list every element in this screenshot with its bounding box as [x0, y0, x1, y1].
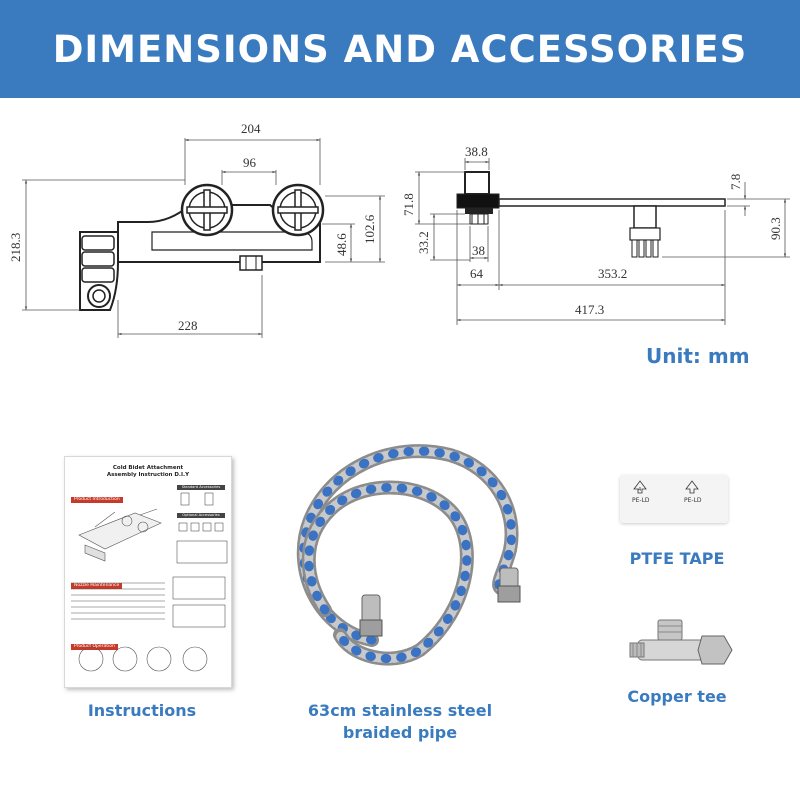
manual-opt-acc: Optional Accessories: [177, 513, 225, 518]
caption-instructions: Instructions: [87, 701, 197, 720]
manual-title-line1: Cold Bidet Attachment: [112, 465, 184, 471]
dimension-drawings: 204 96 228 218.3 102.6 48.6: [8, 121, 790, 338]
manual-title-line2: Assembly Instruction D.I.Y: [106, 472, 190, 478]
dim-knob-spacing: 96: [243, 155, 257, 170]
dim-side-lower-height: 33.2: [416, 231, 431, 254]
manual-sub2-label: Optional Accessories: [177, 513, 225, 518]
dim-side-top-right: 7.8: [728, 174, 743, 190]
manual-std-acc: Standard Accessories: [177, 485, 225, 490]
front-view-drawing: 204 96 228 218.3 102.6 48.6: [8, 121, 385, 338]
manual-section-intro: Product Introduction: [71, 485, 123, 504]
dim-side-pipe-width: 38: [472, 243, 485, 258]
tape-label-1: PE-LD: [632, 497, 650, 504]
side-view-drawing: 38.8 38 64 353.2 417.3 71.8 33.2 7.8 90.…: [401, 144, 790, 325]
dim-bottom-length: 228: [178, 318, 198, 333]
manual-title: Cold Bidet Attachment Assembly Instructi…: [65, 457, 231, 479]
header-banner: DIMENSIONS AND ACCESSORIES: [0, 0, 800, 98]
dim-side-main-length: 353.2: [598, 266, 627, 281]
manual-section3-label: Product Operation: [71, 644, 118, 650]
dim-side-left-length: 64: [470, 266, 484, 281]
tee-fitting-icon: [629, 619, 733, 665]
banner-title: DIMENSIONS AND ACCESSORIES: [52, 27, 748, 71]
manual-section1-label: Product Introduction: [71, 497, 123, 503]
tape-icon: 4 PE-LD PE-LD: [620, 475, 728, 523]
dim-side-right-height: 90.3: [768, 217, 783, 240]
manual-section2-label: Nozzle Maintenance: [71, 583, 123, 589]
caption-ptfe-tape: PTFE TAPE: [629, 549, 725, 568]
manual-illustrations: [71, 492, 228, 672]
dim-front-height-left: 218.3: [8, 233, 23, 262]
manual-sub1-label: Standard Accessories: [177, 485, 225, 490]
caption-copper-tee: Copper tee: [627, 687, 727, 706]
tape-recycle-code: 4: [638, 487, 641, 493]
unit-label: Unit: mm: [646, 344, 750, 368]
caption-pipe-line2: braided pipe: [342, 723, 458, 742]
dim-side-height-left: 71.8: [401, 193, 416, 216]
tape-label-2: PE-LD: [684, 497, 702, 504]
dim-side-top-width: 38.8: [465, 144, 488, 159]
manual-section-operation: Product Operation: [71, 632, 118, 651]
braided-hose-icon: [296, 444, 521, 666]
instruction-manual-image: Cold Bidet Attachment Assembly Instructi…: [64, 456, 232, 688]
dim-front-height-right: 102.6: [362, 214, 377, 244]
dim-front-small-height: 48.6: [334, 233, 349, 256]
dim-side-total-length: 417.3: [575, 302, 604, 317]
caption-pipe-line1: 63cm stainless steel: [307, 701, 493, 720]
manual-section-nozzle: Nozzle Maintenance: [71, 571, 123, 590]
dim-front-width: 204: [241, 121, 261, 136]
